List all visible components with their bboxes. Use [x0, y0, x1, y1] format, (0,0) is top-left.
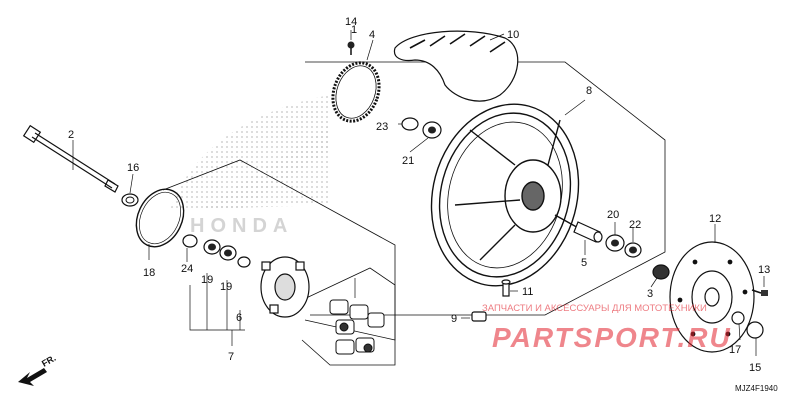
- wheel-side-o-ring[interactable]: [401, 117, 419, 131]
- rear-wheel-rim[interactable]: [412, 87, 601, 302]
- hub-o-ring-inner: [138, 191, 182, 245]
- callout-13: 13: [758, 264, 770, 276]
- tire-valve[interactable]: [501, 279, 511, 297]
- callout-19b: 19: [220, 281, 232, 293]
- callout-21: 21: [402, 155, 414, 167]
- dust-seal-right[interactable]: [624, 242, 642, 258]
- group-outlines: [162, 61, 666, 366]
- wheel-damper-rubbers[interactable]: [329, 299, 385, 355]
- callout-4: 4: [369, 29, 375, 41]
- callout-17: 17: [729, 344, 741, 356]
- callout-23: 23: [376, 121, 388, 133]
- callout-6: 6: [236, 312, 242, 324]
- balance-weight[interactable]: [471, 311, 487, 322]
- right-side-collar[interactable]: [652, 264, 670, 280]
- dust-seal[interactable]: [731, 311, 745, 325]
- shop-tagline-watermark: ЗАПЧАСТИ И АКСЕССУАРЫ ДЛЯ МОТОТЕХНИКИ: [482, 303, 707, 314]
- small-o-ring[interactable]: [182, 234, 198, 248]
- brand-wing-watermark: HONDA: [170, 95, 330, 237]
- callout-3: 3: [647, 288, 653, 300]
- callout-8: 8: [586, 85, 592, 97]
- direction-label: FR.: [40, 353, 58, 369]
- wheel-bearing-left[interactable]: [422, 121, 442, 139]
- brand-logo-text: HONDA: [190, 215, 293, 237]
- rear-axle[interactable]: [22, 124, 119, 193]
- pulser-bolt[interactable]: [347, 41, 355, 56]
- callout-5: 5: [581, 257, 587, 269]
- callout-14: 14: [345, 16, 357, 28]
- pulser-ring[interactable]: [325, 56, 387, 127]
- callout-15: 15: [749, 362, 761, 374]
- leader-lines: [72, 30, 765, 356]
- callout-22: 22: [629, 219, 641, 231]
- callout-19a: 19: [201, 274, 213, 286]
- callout-12: 12: [709, 213, 721, 225]
- callout-24: 24: [181, 263, 193, 275]
- callout-16: 16: [127, 162, 139, 174]
- callout-20: 20: [607, 209, 619, 221]
- disc-bolt[interactable]: [751, 289, 768, 296]
- callout-10: 10: [507, 29, 519, 41]
- wheel-bearing-right[interactable]: [605, 234, 625, 252]
- hub-o-ring[interactable]: [127, 182, 192, 255]
- side-collar[interactable]: [121, 193, 139, 207]
- driven-flange[interactable]: [260, 256, 310, 318]
- callout-2: 2: [68, 129, 74, 141]
- callout-1: 1: [351, 24, 357, 36]
- flange-collar[interactable]: [237, 256, 251, 268]
- disc-side-collar[interactable]: [746, 321, 764, 339]
- driven-flange-bearing-1[interactable]: [203, 239, 221, 255]
- shop-name-watermark: PARTSPORT.RU: [492, 322, 732, 353]
- rear-tire[interactable]: [393, 30, 519, 102]
- side-collar-hole: [125, 196, 135, 204]
- rear-brake-disc[interactable]: [669, 241, 755, 353]
- distance-collar[interactable]: [573, 221, 603, 243]
- callout-7: 7: [228, 351, 234, 363]
- callout-9: 9: [451, 313, 457, 325]
- front-direction-arrow: FR.: [18, 353, 58, 386]
- callout-labels: 1 2 3 4 5 6 7 8 9 10 11 12 13 14 15 16 1…: [68, 16, 770, 374]
- callout-11: 11: [522, 286, 533, 298]
- driven-flange-bearing-2[interactable]: [219, 245, 237, 261]
- diagram-code: MJZ4F1940: [735, 384, 778, 393]
- callout-18: 18: [143, 267, 155, 279]
